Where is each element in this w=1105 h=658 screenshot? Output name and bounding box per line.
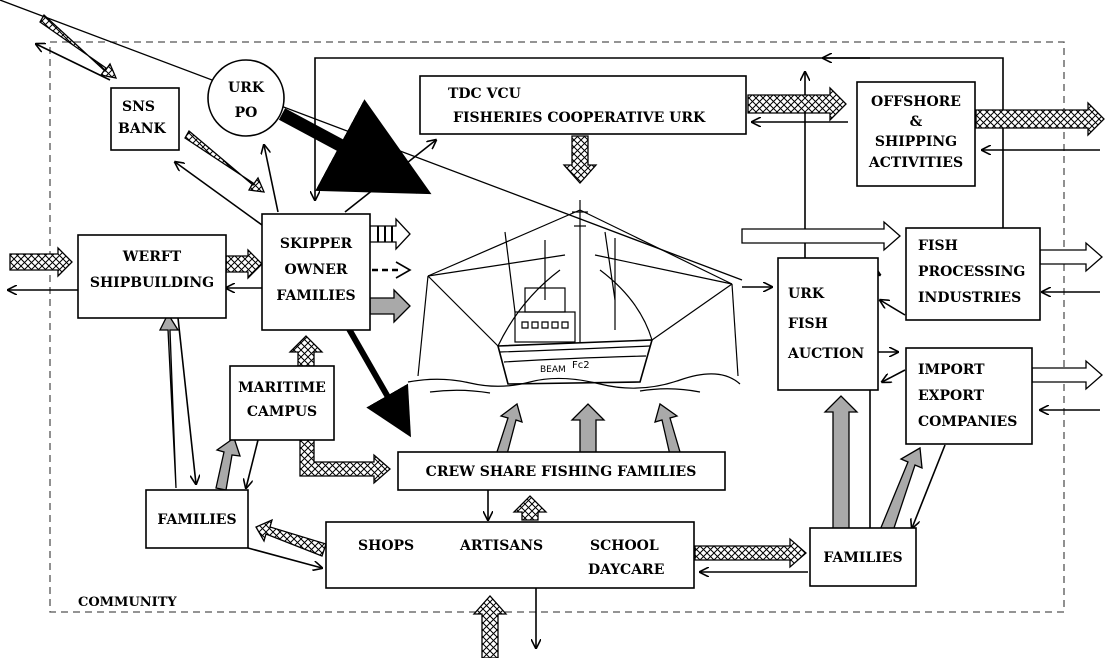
svg-text:FISH: FISH <box>918 238 958 254</box>
node-skipper-owner-families: SKIPPER OWNER FAMILIES <box>262 214 370 330</box>
svg-text:PO: PO <box>235 105 258 121</box>
svg-text:FISH: FISH <box>788 316 828 332</box>
svg-text:PROCESSING: PROCESSING <box>918 264 1025 280</box>
node-fish-processing-industries: FISH PROCESSING INDUSTRIES <box>906 228 1040 320</box>
svg-text:FAMILIES: FAMILIES <box>276 288 355 304</box>
svg-text:FISHERIES COOPERATIVE URK: FISHERIES COOPERATIVE URK <box>453 110 706 126</box>
svg-text:WERFT: WERFT <box>122 249 182 265</box>
svg-text:AUCTION: AUCTION <box>787 346 864 362</box>
community-label: COMMUNITY <box>78 595 177 610</box>
svg-text:OFFSHORE: OFFSHORE <box>871 94 961 110</box>
svg-text:FAMILIES: FAMILIES <box>157 512 236 528</box>
node-urk-fish-auction: URK FISH AUCTION <box>778 258 878 390</box>
svg-text:SCHOOL: SCHOOL <box>590 538 659 554</box>
node-offshore-shipping: OFFSHORE & SHIPPING ACTIVITIES <box>857 82 975 186</box>
node-import-export-companies: IMPORT EXPORT COMPANIES <box>906 348 1032 444</box>
svg-text:CAMPUS: CAMPUS <box>247 404 317 420</box>
svg-text:MARITIME: MARITIME <box>238 380 326 396</box>
node-crew-share-fishing-families: CREW SHARE FISHING FAMILIES <box>398 452 725 490</box>
svg-text:ACTIVITIES: ACTIVITIES <box>868 155 963 171</box>
svg-text:ARTISANS: ARTISANS <box>459 538 543 554</box>
node-tdc-vcu: TDC VCU FISHERIES COOPERATIVE URK <box>420 76 746 134</box>
node-sns-bank: SNS BANK <box>111 88 179 150</box>
svg-text:BANK: BANK <box>118 121 166 137</box>
svg-text:IMPORT: IMPORT <box>918 362 985 378</box>
svg-text:COMPANIES: COMPANIES <box>918 414 1017 430</box>
node-families-right: FAMILIES <box>810 528 916 586</box>
svg-text:URK: URK <box>788 286 825 302</box>
svg-text:INDUSTRIES: INDUSTRIES <box>918 290 1021 306</box>
svg-text:EXPORT: EXPORT <box>918 388 985 404</box>
svg-text:&: & <box>910 114 923 130</box>
node-werft-shipbuilding: WERFT SHIPBUILDING <box>78 235 226 318</box>
svg-text:SNS: SNS <box>122 99 155 115</box>
node-urk-po: URK PO <box>208 60 284 136</box>
node-maritime-campus: MARITIME CAMPUS <box>230 366 334 440</box>
node-families-left: FAMILIES <box>146 490 248 548</box>
svg-text:SHIPPING: SHIPPING <box>875 134 957 150</box>
svg-text:SKIPPER: SKIPPER <box>280 236 353 252</box>
svg-text:OWNER: OWNER <box>284 262 347 278</box>
vessel-marking-beam: BEAM <box>540 365 566 375</box>
svg-text:SHOPS: SHOPS <box>358 538 414 554</box>
node-shops-artisans-school: SHOPS ARTISANS SCHOOL DAYCARE <box>326 522 694 588</box>
svg-text:FAMILIES: FAMILIES <box>823 550 902 566</box>
svg-text:DAYCARE: DAYCARE <box>588 562 664 578</box>
svg-text:URK: URK <box>228 80 265 96</box>
vessel-marking-fc2: Fc2 <box>572 360 590 371</box>
fishing-vessel-illustration: BEAM Fc2 <box>408 200 740 393</box>
svg-text:CREW SHARE FISHING FAMILIES: CREW SHARE FISHING FAMILIES <box>426 464 697 480</box>
svg-text:TDC VCU: TDC VCU <box>448 86 521 102</box>
svg-text:SHIPBUILDING: SHIPBUILDING <box>90 275 214 291</box>
striped-arrow <box>370 219 410 249</box>
